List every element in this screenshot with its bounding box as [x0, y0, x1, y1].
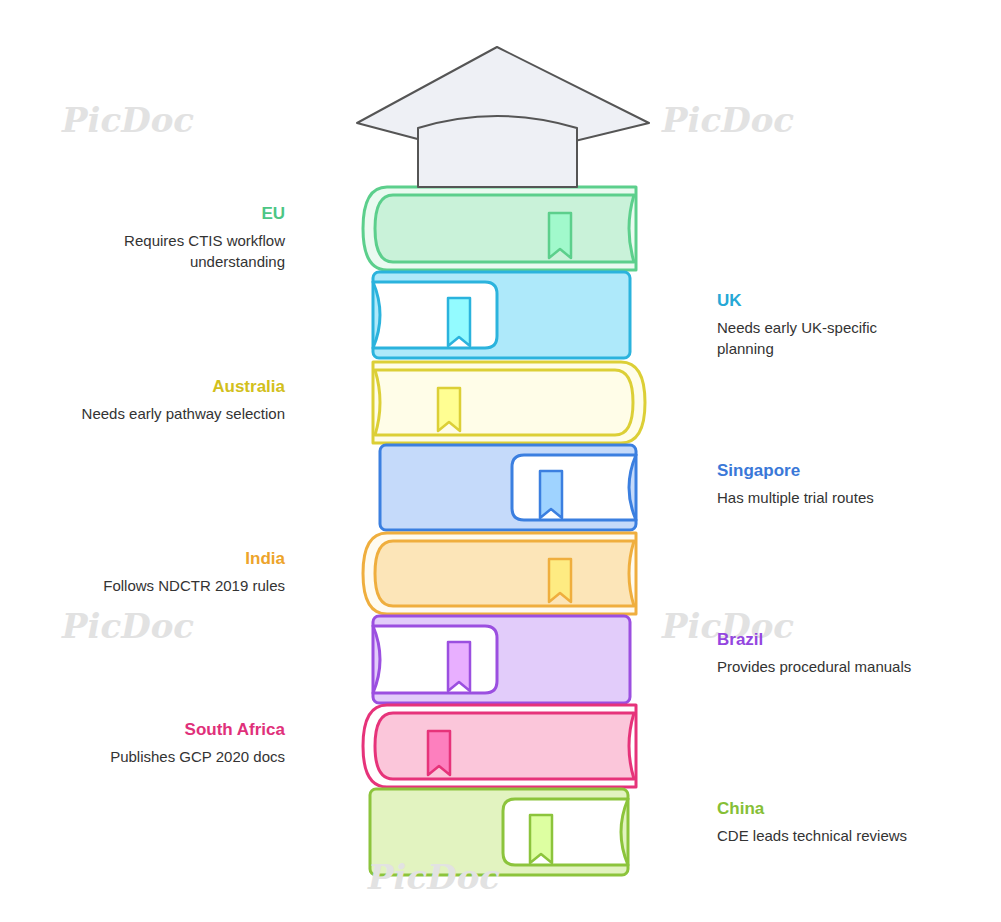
book-pages [375, 370, 633, 435]
country-name: Brazil [717, 629, 987, 651]
country-name: Singapore [717, 460, 987, 482]
book-cover [363, 705, 636, 787]
book-pages [373, 282, 497, 348]
book [373, 272, 630, 358]
country-note: Needs early pathway selection [15, 403, 285, 424]
book-pages [503, 799, 628, 865]
bookmark [438, 388, 460, 431]
book-pages [375, 195, 634, 262]
country-name: China [717, 798, 987, 820]
bookmark [448, 298, 470, 346]
country-name: India [15, 548, 285, 570]
country-note: Needs early UK-specific planning [717, 317, 917, 359]
book-cover [363, 533, 636, 614]
country-label: EU Requires CTIS workflow understanding [85, 201, 285, 274]
book-pages [373, 626, 497, 693]
country-name: South Africa [15, 719, 285, 741]
books [363, 187, 645, 875]
country-label: BrazilProvides procedural manuals [717, 627, 987, 679]
country-name: Australia [15, 376, 285, 398]
book-cover [380, 445, 636, 530]
book [373, 362, 645, 443]
watermark: PicDoc [662, 100, 794, 140]
country-note: Publishes GCP 2020 docs [15, 746, 285, 767]
country-note: Requires CTIS workflow understanding [85, 230, 285, 272]
book-cover [373, 272, 630, 358]
bookmark [540, 471, 562, 518]
watermark: PicDoc [62, 606, 194, 646]
country-name: EU [85, 203, 285, 225]
watermark: PicDoc [62, 100, 194, 140]
bookmark [549, 559, 571, 602]
book [380, 445, 636, 530]
country-note: Has multiple trial routes [717, 487, 987, 508]
bookmark [428, 731, 450, 775]
book [373, 616, 630, 703]
book-pages [512, 455, 636, 520]
country-note: CDE leads technical reviews [717, 825, 987, 846]
country-label: ChinaCDE leads technical reviews [717, 796, 987, 848]
watermark: PicDoc [368, 857, 500, 897]
country-note: Follows NDCTR 2019 rules [15, 575, 285, 596]
bookmark [530, 815, 552, 863]
book [363, 187, 636, 270]
graduation-cap [357, 47, 649, 187]
bookmark [448, 642, 470, 691]
book-pages [375, 541, 634, 606]
country-label: South AfricaPublishes GCP 2020 docs [15, 717, 285, 769]
book-pages [375, 713, 634, 779]
country-label: SingaporeHas multiple trial routes [717, 458, 987, 510]
cap-band [418, 116, 577, 187]
book-cover [363, 187, 636, 270]
country-label: AustraliaNeeds early pathway selection [15, 374, 285, 426]
country-label: IndiaFollows NDCTR 2019 rules [15, 546, 285, 598]
bookmark [549, 213, 571, 258]
book [363, 533, 636, 614]
book [363, 705, 636, 787]
country-label: UK Needs early UK-specific planning [717, 288, 917, 361]
book-cover [373, 362, 645, 443]
country-name: UK [717, 290, 917, 312]
country-note: Provides procedural manuals [717, 656, 987, 677]
book-cover [373, 616, 630, 703]
